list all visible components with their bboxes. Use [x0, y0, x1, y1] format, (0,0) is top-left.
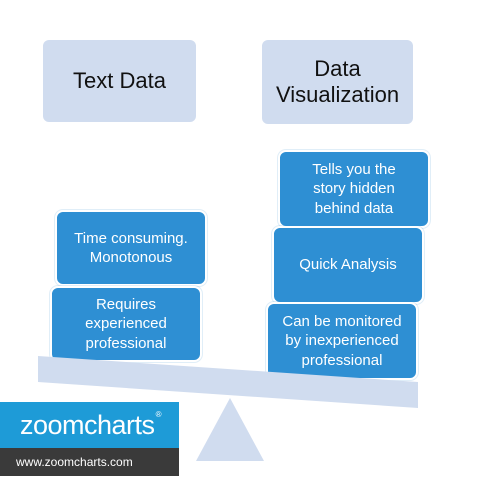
zoomcharts-logo[interactable]: zoomcharts® www.zoomcharts.com	[0, 402, 179, 476]
left-card-requires-experienced: Requires experienced professional	[50, 286, 202, 362]
trademark-mark: ®	[155, 409, 162, 419]
logo-brand-text: zoomcharts®	[20, 409, 162, 440]
seesaw-board	[38, 356, 418, 408]
fulcrum-triangle	[196, 398, 264, 461]
header-text-data: Text Data	[43, 40, 196, 122]
logo-url[interactable]: www.zoomcharts.com	[0, 448, 179, 476]
right-card-tells-story: Tells you the story hidden behind data	[278, 150, 430, 228]
header-data-visualization: Data Visualization	[262, 40, 413, 124]
logo-brand-bar: zoomcharts®	[0, 402, 179, 448]
left-card-time-consuming: Time consuming. Monotonous	[55, 210, 207, 286]
